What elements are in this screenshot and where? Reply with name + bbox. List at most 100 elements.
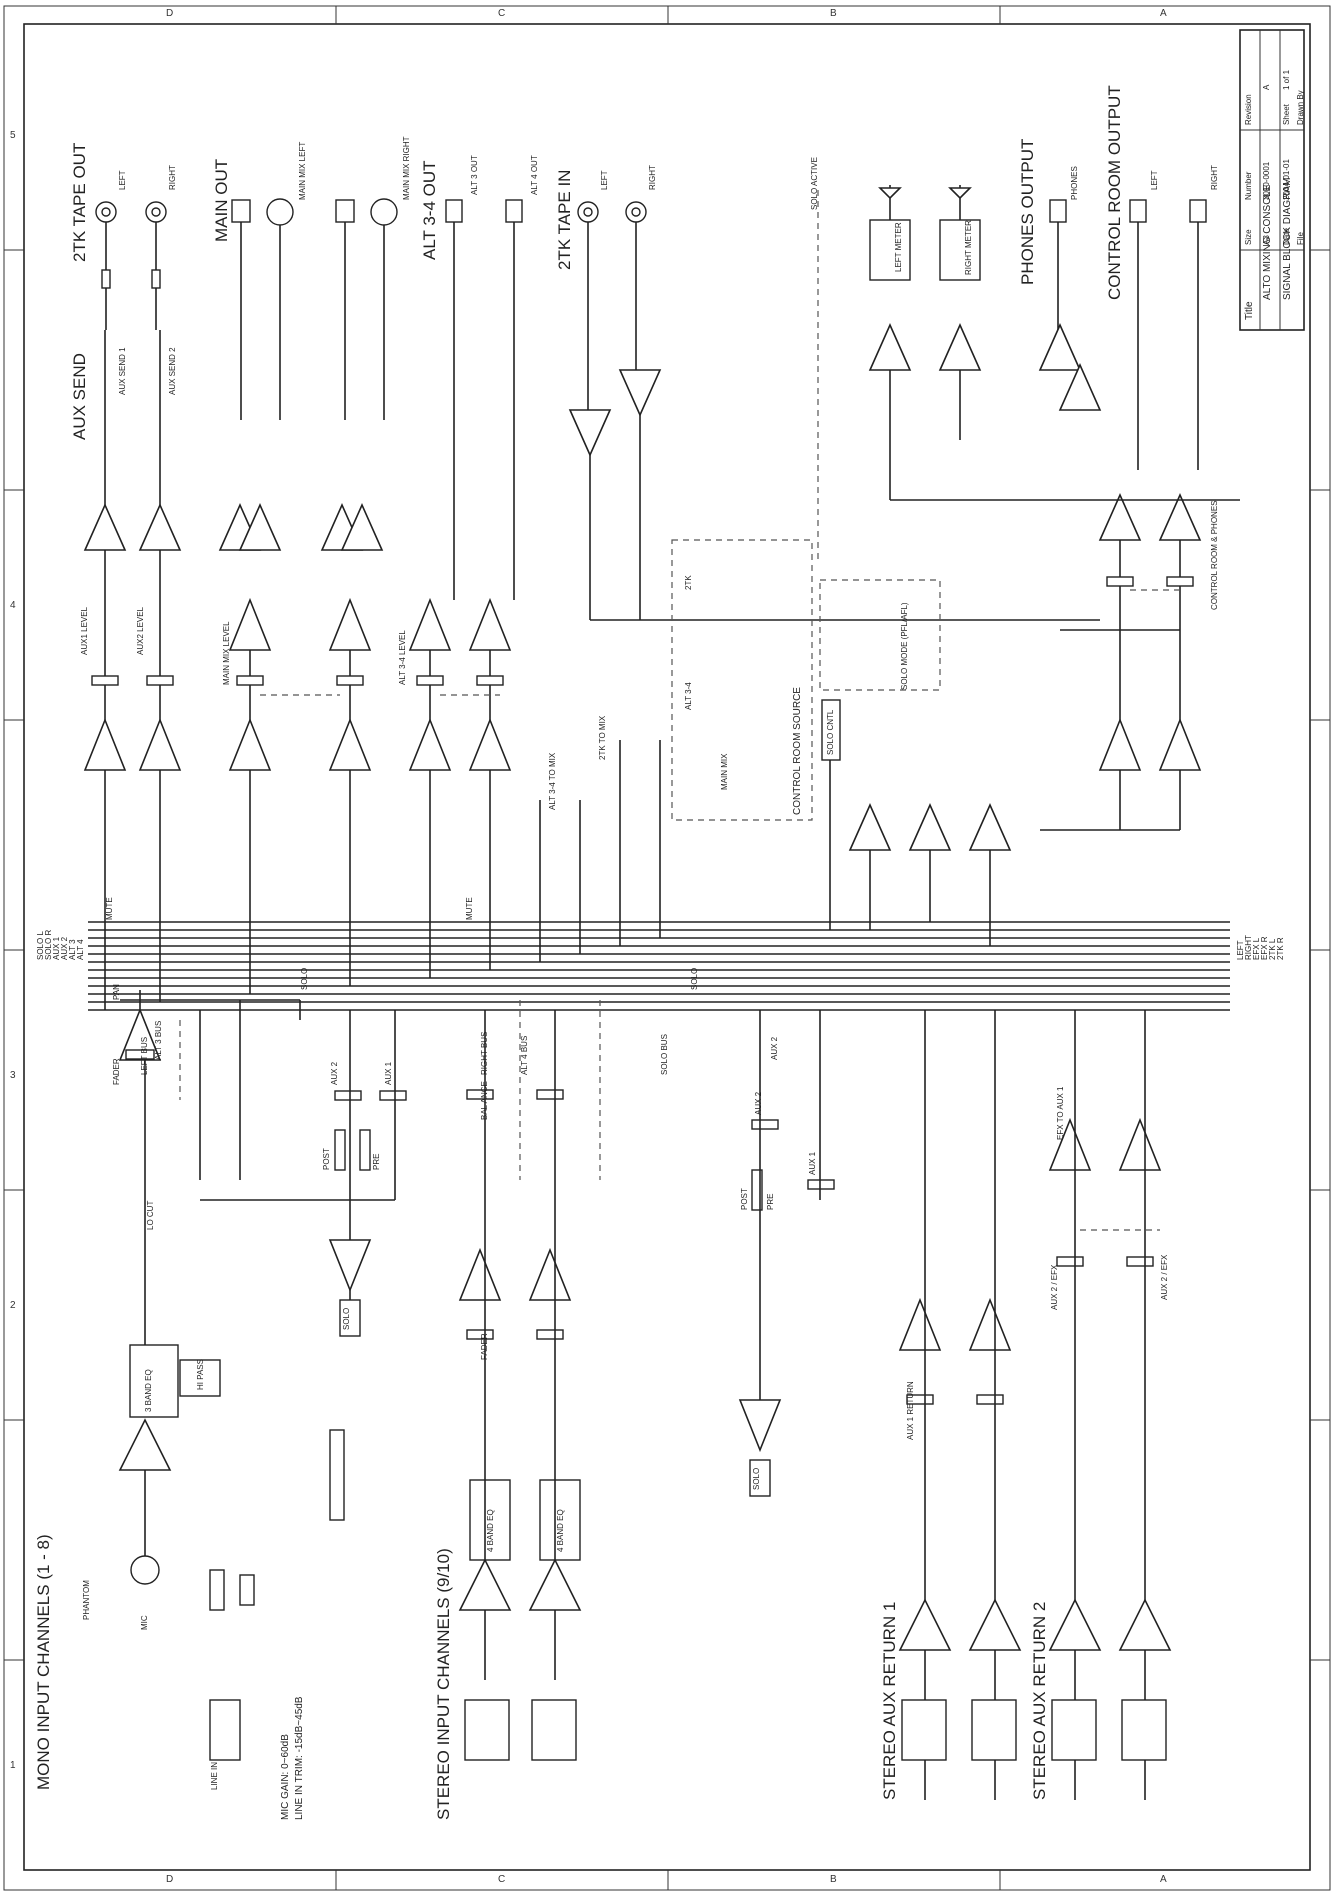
title-aux-return-1: STEREO AUX RETURN 1 [880,1601,899,1800]
label-aux-return-level: AUX 1 RETURN [906,1381,915,1440]
bus-label-5: ALT 4 [76,939,85,960]
label-line-trim: LINE IN TRIM: -15dB~45dB [294,1696,305,1820]
title-block-drawn-label: Drawn By [1296,90,1305,125]
label-aux1-level: AUX1 LEVEL [80,606,89,655]
upper-wiring [104,330,1240,1010]
label-efx-to-aux: EFX TO AUX 1 [1056,1086,1065,1140]
label-main-mix-left: MAIN MIX LEFT [298,141,307,200]
label-line-in: LINE IN [210,1761,219,1790]
label-mute-stereo: MUTE [465,897,474,920]
label-tape-in-right: RIGHT [648,165,657,190]
label-2tk-to-mix: 2TK TO MIX [598,715,607,760]
channel-bus-5: SOLO BUS [660,1034,669,1075]
label-cr-left: LEFT [1150,170,1159,190]
label-aux2-efx-r: AUX 2 / EFX [1160,1254,1169,1300]
title-aux-send: AUX SEND [70,353,89,440]
title-main-out: MAIN OUT [212,158,231,242]
title-block-label: Title [1244,301,1255,320]
title-block-revision: A [1262,84,1271,90]
label-cr-phones: CONTROL ROOM & PHONES [1210,500,1219,611]
tape-in-jacks [577,201,647,410]
control-room-source-box [671,539,813,821]
meter-section [817,185,981,560]
zone-top-4: A [1160,8,1167,19]
label-tape-in-left: LEFT [600,170,609,190]
title-block-size-label: Size [1244,229,1253,245]
label-fader-stereo: FADER [480,1333,489,1360]
channel-bus-2: RIGHT BUS [480,1031,489,1075]
title-phones-output: PHONES OUTPUT [1018,138,1037,285]
label-solo-mode: SOLO MODE (PFL/AFL) [900,602,909,690]
label-alt34-to-mix: ALT 3-4 TO MIX [548,752,557,810]
zone-top-2: C [498,8,506,19]
stereo-channel-block [458,1000,601,1680]
label-mic-gain: MIC GAIN: 0~60dB [280,1734,291,1820]
label-aux1-knob-mono: AUX 1 [384,1061,393,1085]
label-pre-mono: PRE [372,1153,381,1170]
label-balance: BAL ANCE [480,1081,489,1120]
label-aux-send-1: AUX SEND 1 [118,347,127,395]
label-phantom: PHANTOM [82,1580,91,1620]
label-eq-stereo-l: 4 BAND EQ [486,1509,495,1552]
label-main-mix-level: MAIN MIX LEVEL [222,621,231,685]
title-mono-input: MONO INPUT CHANNELS (1 - 8) [34,1534,53,1790]
outer-border [3,5,1331,1891]
inner-border [23,23,1311,1871]
title-block-date-label: Date [1282,228,1291,245]
mono-channel-block [118,990,345,1611]
aux-return-block [898,1010,1172,1800]
label-main-mix-switch: MAIN MIX [720,753,729,790]
title-block-revision-label: Revision [1244,94,1253,125]
label-main-mix-right: MAIN MIX RIGHT [402,136,411,200]
title-block-size: A3 [1262,235,1271,245]
title-tape-out: 2TK TAPE OUT [70,142,89,262]
label-tape-out-left: LEFT [118,170,127,190]
label-tape-out-right: RIGHT [168,165,177,190]
label-cr-right: RIGHT [1210,165,1219,190]
upper-pots [91,576,1194,686]
title-block-number-label: Number [1244,171,1253,200]
label-2tk-switch: 2TK [684,575,693,590]
main-out-jacks [231,198,398,420]
label-right-meter: RIGHT METER [964,220,973,275]
label-alt4: ALT 4 OUT [530,155,539,195]
title-block-file-label: File [1296,232,1305,245]
zone-side-5: 1 [10,1760,16,1771]
label-solo-led-stereo: SOLO [752,1467,761,1490]
mono-aux-block [200,1010,407,1337]
label-post-stereo: POST [740,1188,749,1210]
title-block-date: 2004-01-01 [1282,159,1291,200]
title-control-room-output: CONTROL ROOM OUTPUT [1105,85,1124,300]
label-solo-cntl: SOLO CNTL [826,709,835,755]
zone-bottom-2: C [498,1874,506,1885]
channel-bus-4: AUX 2 [770,1036,779,1060]
title-block [1239,29,1305,331]
title-alt-out: ALT 3-4 OUT [420,160,439,260]
zone-top-3: B [830,8,837,19]
label-alt34-switch: ALT 3-4 [684,682,693,710]
label-pre-stereo: PRE [766,1193,775,1210]
label-aux2-knob-stereo: AUX 2 [754,1091,763,1115]
output-amps [83,323,1202,851]
label-hi-pass: HI PASS [196,1359,205,1390]
label-solo-mono: SOLO [300,967,309,990]
label-mute-mono: MUTE [105,897,114,920]
label-aux2-knob-mono: AUX 2 [330,1061,339,1085]
label-fader-mono: FADER [112,1058,121,1085]
stereo-aux-block [738,1010,835,1497]
channel-bus-1: ALT 3 BUS [154,1020,163,1060]
phones-cr-jacks [1049,199,1207,470]
zone-top-1: D [166,8,174,19]
bus-label-11: 2TK R [1276,937,1285,960]
title-aux-return-2: STEREO AUX RETURN 2 [1030,1601,1049,1800]
label-solo-led-mono: SOLO [342,1307,351,1330]
zone-side-1: 5 [10,130,16,141]
input-jacks [209,1699,1167,1761]
label-phones-jack: PHONES [1070,166,1079,200]
zone-bottom-1: D [166,1874,174,1885]
bus-bundle [88,921,1230,1011]
label-solo-stereo: SOLO [690,967,699,990]
title-tape-in: 2TK TAPE IN [555,169,574,270]
label-post-mono: POST [322,1148,331,1170]
